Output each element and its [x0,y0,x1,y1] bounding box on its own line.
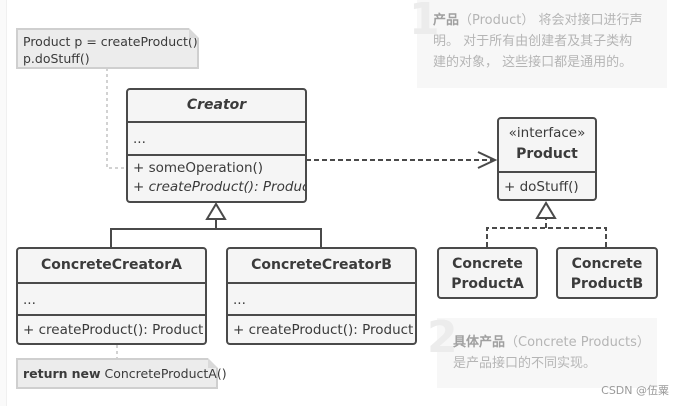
class-fields: ... [128,121,305,154]
annotation-line: 建的对象， 这些接口都是通用的。 [433,55,633,70]
class-name: ConcreteCreatorB [251,257,392,273]
class-creator[interactable]: Creator ... + someOperation() + createPr… [126,88,307,203]
class-concrete-creator-b[interactable]: ConcreteCreatorB ... + createProduct(): … [226,247,417,345]
creator-note-connector [106,62,126,169]
annotation-line: 明。 对于所有由创建者及其子类构 [433,34,633,49]
dependency-arrowhead [477,151,498,169]
concrete-creator-note: return new ConcreteProductA() [16,358,227,389]
class-methods: + doStuff() [499,171,595,199]
class-name: Product [516,146,578,162]
creator-note: Product p = createProduct() p.doStuff() [16,28,199,69]
annotation-2: 2 具体产品（Concrete Products） 是产品接口的不同实现。 [427,316,658,388]
class-methods: + someOperation() + createProduct(): Pro… [128,154,305,197]
note-text: ConcreteProductA() [104,366,227,381]
annotation-1: 1 产品（Product） 将会对接口进行声 明。 对于所有由创建者及其子类构 … [409,0,667,88]
annotation-number: 1 [409,0,440,45]
annotation-line: （Concrete Products） [505,335,650,350]
class-methods: + createProduct(): Product [228,314,415,343]
class-fields: ... [228,282,415,314]
left-edge-bar [0,0,7,406]
note-fold-icon [208,358,218,368]
class-concrete-product-b[interactable]: Concrete ProductB [556,247,658,299]
note-fold-icon [189,28,199,38]
class-name-line: Concrete [452,256,523,272]
realization-triangle [535,201,557,219]
realization-line [486,218,607,247]
class-name: Creator [186,97,247,113]
annotation-number: 2 [427,312,458,363]
class-name-line: ProductA [451,276,524,292]
annotation-text: 产品（Product） 将会对接口进行声 明。 对于所有由创建者及其子类构 建的… [433,10,665,73]
method-abstract: + createProduct(): Product [133,179,307,195]
class-header: «interface» Product [499,119,595,171]
class-name: ConcreteCreatorA [41,257,182,273]
inheritance-line [110,219,322,247]
annotation-line: 是产品接口的不同实现。 [453,356,597,371]
class-concrete-creator-a[interactable]: ConcreteCreatorA ... + createProduct(): … [16,247,207,345]
keyword-new: new [71,366,101,381]
annotation-text: 具体产品（Concrete Products） 是产品接口的不同实现。 [453,332,658,374]
class-concrete-product-a[interactable]: Concrete ProductA [437,247,538,299]
note-line: Product p = createProduct() [23,34,198,49]
watermark: CSDN @伍粟 [601,384,669,397]
class-name-line: ProductB [570,276,644,292]
annotation-bold: 产品 [433,13,460,28]
class-name-line: Concrete [571,256,643,272]
class-fields: ... [18,282,205,314]
stereotype: «interface» [508,125,586,141]
interface-product[interactable]: «interface» Product + doStuff() [497,117,597,201]
method: + someOperation() [133,160,264,176]
keyword-return: return [23,366,68,381]
annotation-line: （Product） 将会对接口进行声 [459,13,643,28]
inheritance-triangle [205,202,227,220]
annotation-bold: 具体产品 [453,335,506,350]
class-methods: + createProduct(): Product [18,314,205,343]
note-line: p.doStuff() [23,51,90,66]
